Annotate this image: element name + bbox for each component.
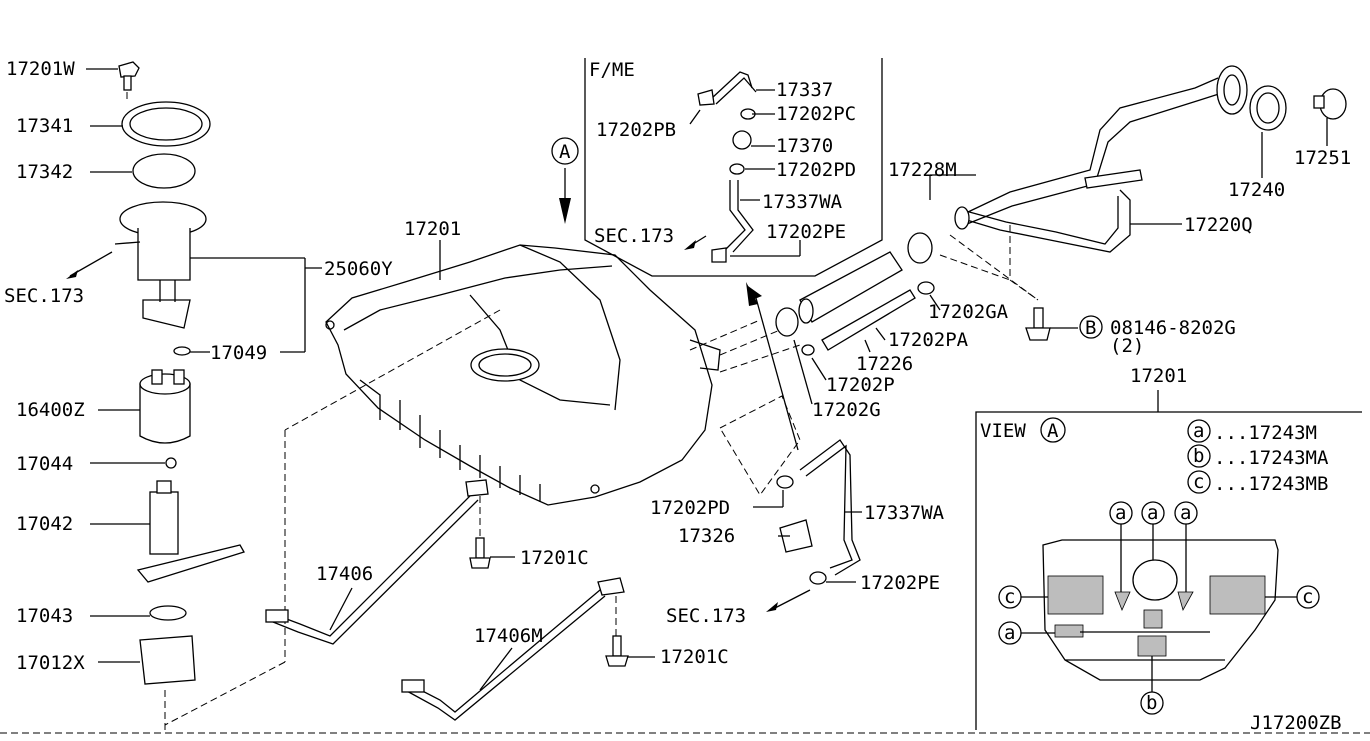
hose-17226 xyxy=(821,289,916,351)
fme-hoses xyxy=(697,71,757,263)
view-marker-c1: c xyxy=(1004,586,1015,608)
bolt-17201W xyxy=(118,61,140,91)
strap-17406 xyxy=(265,479,489,645)
label-17202PC: 17202PC xyxy=(776,103,856,125)
label-view-a: A xyxy=(1047,420,1059,442)
label-17202PB: 17202PB xyxy=(596,119,676,141)
label-17201C-a: 17201C xyxy=(520,547,589,569)
gasket-17342 xyxy=(132,153,196,189)
label-bolt-qty: (2) xyxy=(1110,335,1144,357)
label-17202P: 17202P xyxy=(826,374,895,396)
hose-17337WA xyxy=(799,439,861,576)
bolt-b-marker: B xyxy=(1085,317,1096,339)
label-17337WA-bot: 17337WA xyxy=(864,502,945,524)
label-17049: 17049 xyxy=(210,342,267,364)
bolt-17201C-a xyxy=(469,537,491,569)
clip-17044 xyxy=(165,457,177,469)
label-17326: 17326 xyxy=(678,525,735,547)
view-marker-c2: c xyxy=(1302,586,1313,608)
label-17406M: 17406M xyxy=(474,625,543,647)
label-17341: 17341 xyxy=(16,115,73,137)
view-marker-a4: a xyxy=(1004,622,1015,644)
legend-c-marker: c xyxy=(1193,471,1204,493)
view-marker-a1: a xyxy=(1115,502,1126,524)
label-view-17201: 17201 xyxy=(1130,365,1187,387)
strap-17406M xyxy=(401,577,625,721)
label-17228M: 17228M xyxy=(888,159,957,181)
label-08146-8202G: 08146-8202G xyxy=(1110,317,1236,339)
tank-bottom-view xyxy=(1042,539,1279,681)
label-17226: 17226 xyxy=(856,353,913,375)
fuel-pump-17042 xyxy=(136,480,245,583)
cap-ring-17240 xyxy=(1249,85,1287,131)
view-marker-a2: a xyxy=(1147,502,1158,524)
label-17337WA-top: 17337WA xyxy=(762,191,843,213)
label-17201C-b: 17201C xyxy=(660,646,729,668)
label-17043: 17043 xyxy=(16,605,73,627)
label-sec173-mid: SEC.173 xyxy=(594,225,674,247)
fuel-pump-module-25060Y xyxy=(114,201,207,329)
label-17202PE-bot: 17202PE xyxy=(860,572,940,594)
filler-tube-17220Q xyxy=(954,65,1248,253)
label-17012X: 17012X xyxy=(16,652,85,674)
label-17202PD-top: 17202PD xyxy=(776,159,856,181)
label-17042: 17042 xyxy=(16,513,73,535)
view-marker-a3: a xyxy=(1180,502,1191,524)
view-a-frame xyxy=(975,411,1362,730)
callout-a-letter: A xyxy=(559,141,571,163)
label-sec173-left: SEC.173 xyxy=(4,285,84,307)
legend-c: ...17243MB xyxy=(1214,473,1328,495)
label-17202PD-bot: 17202PD xyxy=(650,497,730,519)
legend-a: ...17243M xyxy=(1214,422,1317,444)
legend-b: ...17243MA xyxy=(1214,447,1329,469)
label-17202GA: 17202GA xyxy=(928,301,1009,323)
label-view-title: VIEW xyxy=(980,420,1026,442)
label-17220Q: 17220Q xyxy=(1184,214,1253,236)
reservoir-17012X xyxy=(139,635,196,685)
clip-17326 xyxy=(779,519,813,553)
label-17406: 17406 xyxy=(316,563,373,585)
label-fme: F/ME xyxy=(589,59,635,81)
label-17240: 17240 xyxy=(1228,179,1285,201)
label-sec173-bot: SEC.173 xyxy=(666,605,746,627)
bolt-17201C-b xyxy=(605,635,629,667)
label-25060Y: 25060Y xyxy=(324,258,393,280)
label-17201W: 17201W xyxy=(6,58,75,80)
label-17251: 17251 xyxy=(1294,147,1351,169)
fuel-tank-17201 xyxy=(325,244,721,506)
label-17337: 17337 xyxy=(776,79,833,101)
hose-17228M xyxy=(798,251,903,324)
filler-cap-17251 xyxy=(1313,88,1347,120)
bolt-08146-8202G xyxy=(1025,307,1051,341)
clamp-17202G xyxy=(775,307,799,337)
lock-ring-17341 xyxy=(121,101,211,147)
o-ring-17049 xyxy=(173,346,191,356)
legend-a-marker: a xyxy=(1193,420,1204,442)
label-17202PA: 17202PA xyxy=(888,329,969,351)
label-17370: 17370 xyxy=(776,135,833,157)
label-17202PE-top: 17202PE xyxy=(766,221,846,243)
fme-inset-frame xyxy=(584,58,883,277)
label-17044: 17044 xyxy=(16,453,73,475)
diagram-id: J17200ZB xyxy=(1250,712,1342,734)
retainer-17043 xyxy=(149,605,187,621)
label-17342: 17342 xyxy=(16,161,73,183)
label-17201-tank: 17201 xyxy=(404,218,461,240)
fuel-filter-16400Z xyxy=(139,369,191,444)
view-marker-b: b xyxy=(1146,692,1157,714)
legend-b-marker: b xyxy=(1193,445,1204,467)
label-16400Z: 16400Z xyxy=(16,399,85,421)
label-17202G: 17202G xyxy=(812,399,881,421)
clamp-17202GA xyxy=(907,232,933,264)
